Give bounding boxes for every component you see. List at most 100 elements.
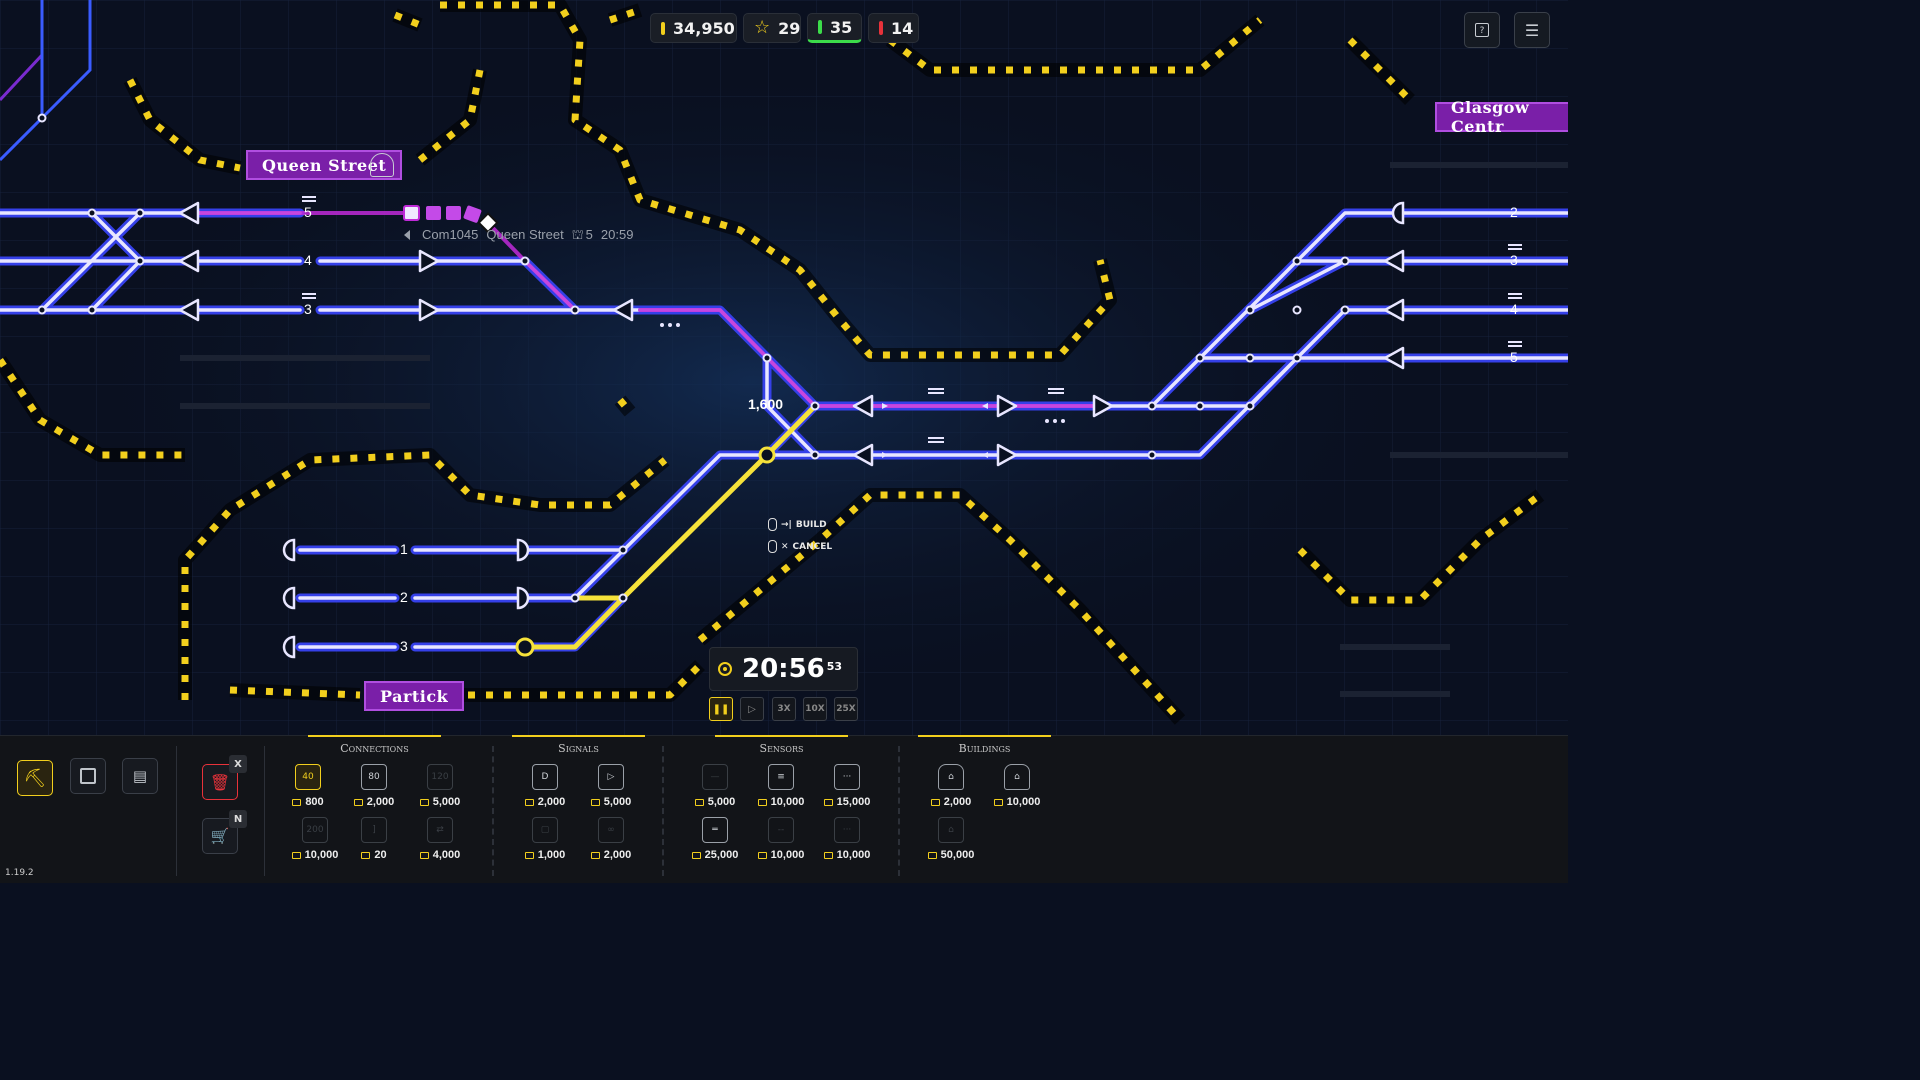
- price: 2,000: [603, 849, 632, 861]
- price: 10,000: [836, 849, 871, 861]
- train-destination: Queen Street: [486, 227, 564, 242]
- price: 10,000: [1006, 796, 1041, 808]
- coin-icon: [927, 851, 937, 859]
- buildings-tab-indicator: [918, 735, 1051, 737]
- price: 2,000: [943, 796, 972, 808]
- train-green-icon: [818, 20, 822, 34]
- sensor-dash-icon: --: [768, 817, 794, 843]
- large-station-icon: ⌂: [1004, 764, 1030, 790]
- speed-25x-button[interactable]: 25X: [834, 697, 858, 721]
- chip-mode-button[interactable]: [70, 758, 106, 794]
- trains-ontime-value: 35: [830, 17, 853, 37]
- play-button[interactable]: ▷: [740, 697, 764, 721]
- game-clock: 20:56 53: [709, 647, 858, 691]
- stars-counter: ☆ 29: [743, 13, 801, 43]
- sensor-item-2[interactable]: ≡ 10,000: [751, 764, 811, 808]
- station-label-partick[interactable]: Partick: [364, 681, 465, 711]
- shop-shortcut: N: [229, 810, 247, 828]
- path-signal-item[interactable]: D 2,000: [515, 764, 575, 808]
- trash-icon: 🗑: [209, 772, 231, 792]
- coin-icon: [993, 798, 1003, 806]
- cancel-hint-label: CANCEL: [792, 541, 833, 552]
- star-icon: ☆: [754, 17, 771, 38]
- play-icon: ▷: [748, 703, 756, 715]
- money-counter: 34,950: [650, 13, 737, 43]
- clock-time: 20:56: [742, 654, 825, 684]
- station-label-glasgow[interactable]: Glasgow Centr: [1435, 98, 1568, 136]
- coin-icon: [524, 798, 534, 806]
- track-speed-200-icon: 200: [302, 817, 328, 843]
- speed-10x-button[interactable]: 10X: [803, 697, 827, 721]
- sensor-item-5[interactable]: -- 10,000: [751, 817, 811, 861]
- crossover-item[interactable]: ⇄ 4,000: [410, 817, 470, 861]
- sensor-item-3[interactable]: ··· 15,000: [817, 764, 877, 808]
- price: 10,000: [304, 849, 339, 861]
- building-item-2[interactable]: ⌂ 10,000: [987, 764, 1047, 808]
- help-button[interactable]: ?: [1464, 12, 1500, 48]
- path-signal-icon: D: [532, 764, 558, 790]
- track-speed-120-icon: 120: [427, 764, 453, 790]
- track-40-item[interactable]: 40 800: [278, 764, 338, 808]
- sensor-item-4[interactable]: ═ 25,000: [685, 817, 745, 861]
- price: 2,000: [537, 796, 566, 808]
- price: 10,000: [770, 796, 805, 808]
- coin-icon: [823, 851, 833, 859]
- buffer-stop-item[interactable]: ] 20: [344, 817, 404, 861]
- list-menu-icon: ☰: [1524, 20, 1540, 40]
- locked-signal-icon: ▢: [532, 817, 558, 843]
- coin-icon: [590, 851, 600, 859]
- train-info-label: Com1045 Queen Street ⛫ 5 20:59: [422, 227, 633, 245]
- sensor-item-6[interactable]: ··· 10,000: [817, 817, 877, 861]
- coin-icon: [691, 851, 701, 859]
- trains-late-counter: 14: [868, 13, 919, 43]
- document-icon: ▤: [132, 767, 148, 785]
- track-number-right-5: 5: [1510, 349, 1518, 365]
- menu-button[interactable]: ☰: [1514, 12, 1550, 48]
- price: 10,000: [770, 849, 805, 861]
- signal-locked-item-1[interactable]: ▢ 1,000: [515, 817, 575, 861]
- locked-building-icon: ⌂: [938, 817, 964, 843]
- category-buildings[interactable]: Buildings: [958, 742, 1011, 755]
- building-item-1[interactable]: ⌂ 2,000: [921, 764, 981, 808]
- clock-seconds: 53: [826, 659, 843, 673]
- track-120-item[interactable]: 120 5,000: [410, 764, 470, 808]
- delete-shortcut: X: [229, 755, 247, 773]
- wallet-icon: [661, 21, 665, 35]
- speed-3x-button[interactable]: 3X: [772, 697, 796, 721]
- track-number-left-4: 4: [304, 252, 312, 268]
- block-signal-item[interactable]: ▷ 5,000: [581, 764, 641, 808]
- coin-icon: [419, 798, 429, 806]
- trains-late-value: 14: [891, 18, 914, 38]
- building-item-3[interactable]: ⌂ 50,000: [921, 817, 981, 861]
- track-200-item[interactable]: 200 10,000: [285, 817, 345, 861]
- signal-locked-item-2[interactable]: ∞ 2,000: [581, 817, 641, 861]
- sensor-dots-icon: ···: [834, 764, 860, 790]
- small-station-icon: ⌂: [938, 764, 964, 790]
- coin-icon: [524, 851, 534, 859]
- pause-button[interactable]: ❚❚: [709, 697, 733, 721]
- track-speed-40-icon: 40: [295, 764, 321, 790]
- coin-icon: [419, 851, 429, 859]
- station-building-icon[interactable]: [370, 153, 394, 177]
- category-sensors[interactable]: Sensors: [759, 742, 804, 755]
- stars-value: 29: [778, 18, 801, 38]
- price: 4,000: [432, 849, 461, 861]
- mouse-left-icon: [768, 518, 777, 531]
- coin-icon: [353, 798, 363, 806]
- category-connections[interactable]: Connections: [340, 742, 409, 755]
- arrow-in-icon: →|: [781, 519, 792, 530]
- track-number-left-3: 3: [304, 301, 312, 317]
- build-cost-label: 1,600: [748, 396, 784, 412]
- price: 800: [305, 796, 324, 808]
- track-80-item[interactable]: 80 2,000: [344, 764, 404, 808]
- timetable-mode-button[interactable]: ▤: [122, 758, 158, 794]
- sensor-double-icon: ═: [702, 817, 728, 843]
- coin-icon: [694, 798, 704, 806]
- version-label: 1.19.2: [5, 868, 34, 878]
- train-name: Com1045: [422, 227, 479, 242]
- sensor-item-1[interactable]: — 5,000: [685, 764, 745, 808]
- train[interactable]: [403, 205, 499, 234]
- rail-map[interactable]: [0, 0, 1568, 735]
- category-signals[interactable]: Signals: [558, 742, 599, 755]
- build-mode-button[interactable]: ⛏: [17, 760, 53, 796]
